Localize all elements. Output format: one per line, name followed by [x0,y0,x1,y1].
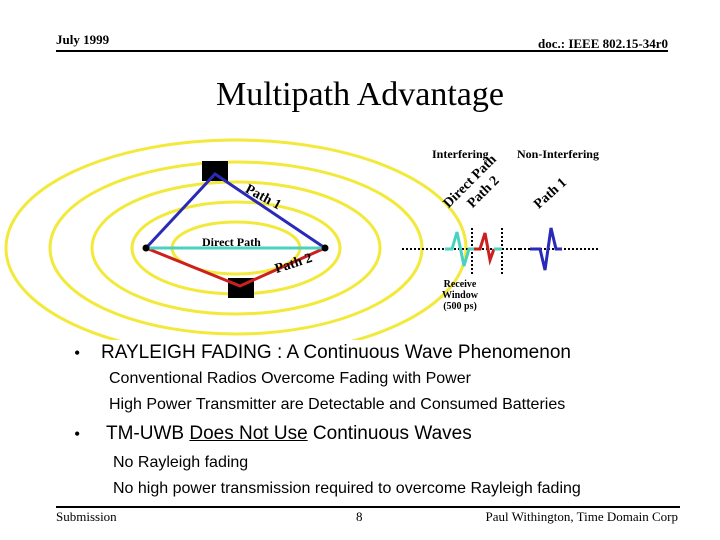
footer-left: Submission [56,509,117,524]
direct-pulse [445,231,474,267]
bullet-2-prefix: TM-UWB [106,423,190,444]
path2-pulse [474,232,496,266]
slide-title: Multipath Advantage [215,76,504,113]
bullet-2-sub-1: No Rayleigh fading [113,454,249,471]
header-date: July 1999 [56,32,110,47]
header-rule [56,50,668,52]
footer-right: Paul Withington, Time Domain Corp [485,509,678,524]
bullet-1-text: RAYLEIGH FADING : A Continuous Wave Phen… [101,342,571,363]
interfering-label: Interfering [432,147,489,161]
footer-rule [56,506,680,508]
bullet-1-marker: • [74,343,81,363]
header-doc-id: doc.: IEEE 802.15-34r0 [538,36,668,51]
bullet-2-underlined: Does Not Use [189,423,308,444]
path2-line [145,246,326,288]
bullet-1-sub-2: High Power Transmitter are Detectable an… [109,396,566,413]
bullet-1-sub-1: Conventional Radios Overcome Fading with… [109,370,471,387]
ring-3 [90,180,382,316]
bullet-2-sub-2: No high power transmission required to o… [113,480,581,497]
bullet-2-suffix: Continuous Waves [307,423,472,444]
transmitter-node [142,244,150,252]
path1-pulse [530,227,562,271]
non-interfering-label: Non-Interfering [517,147,599,161]
bullet-2-text: TM-UWB Does Not Use Continuous Waves [106,423,472,445]
signal-rings [4,138,468,340]
receive-window-label: Receive Window (500 ps) [442,279,478,312]
reflector-top [202,161,228,181]
multipath-diagram [4,138,600,340]
bullet-2-marker: • [74,424,81,444]
direct-path-label: Direct Path [202,235,261,249]
footer-page-number: 8 [356,509,363,524]
receiver-node [321,244,329,252]
path1-line [144,172,326,250]
